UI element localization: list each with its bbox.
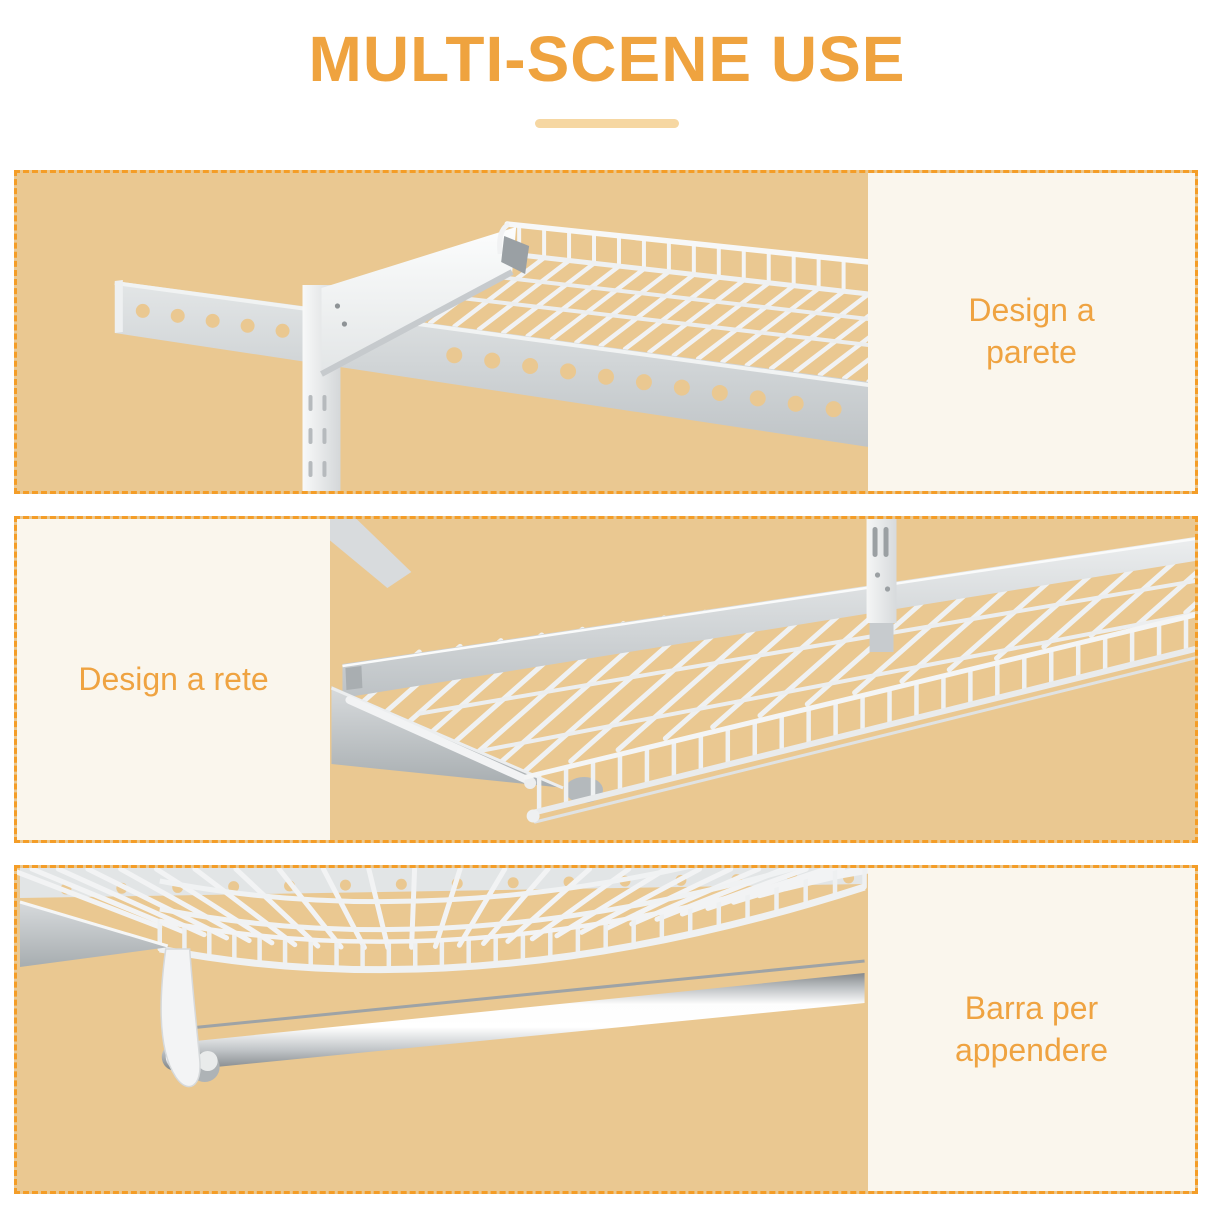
header: MULTI-SCENE USE [0, 0, 1214, 170]
shelf-bracket [320, 227, 517, 377]
product-photo-wall-rail [114, 221, 1046, 491]
caption-label: Barra per appendere [954, 989, 1109, 1068]
product-photo-wire-shelf [329, 519, 1195, 824]
panel-hanging-bar: Barra per appendere [14, 865, 1198, 1194]
caption-label: Design a parete [968, 292, 1095, 370]
panel-mesh-design: Design a rete [14, 516, 1198, 843]
product-photo-hanging-rod [17, 868, 897, 1088]
caption-box-mesh-design: Design a rete [17, 519, 330, 840]
side-support-bracket [19, 900, 170, 967]
rod-hanger-teardrop [160, 948, 201, 1088]
title-underline-decoration [535, 119, 679, 129]
wall-bracket [866, 519, 897, 652]
shelf-back-rail [342, 537, 1195, 698]
hanging-rod [161, 973, 865, 1071]
page-title: MULTI-SCENE USE [308, 23, 906, 95]
caption-box-wall-design: Design a parete [868, 173, 1195, 491]
caption-label: Design a rete [78, 660, 269, 697]
caption-box-hanging-bar: Barra per appendere [868, 868, 1195, 1191]
panel-wall-design: Design a parete [14, 170, 1198, 494]
side-support-bracket [330, 686, 566, 790]
